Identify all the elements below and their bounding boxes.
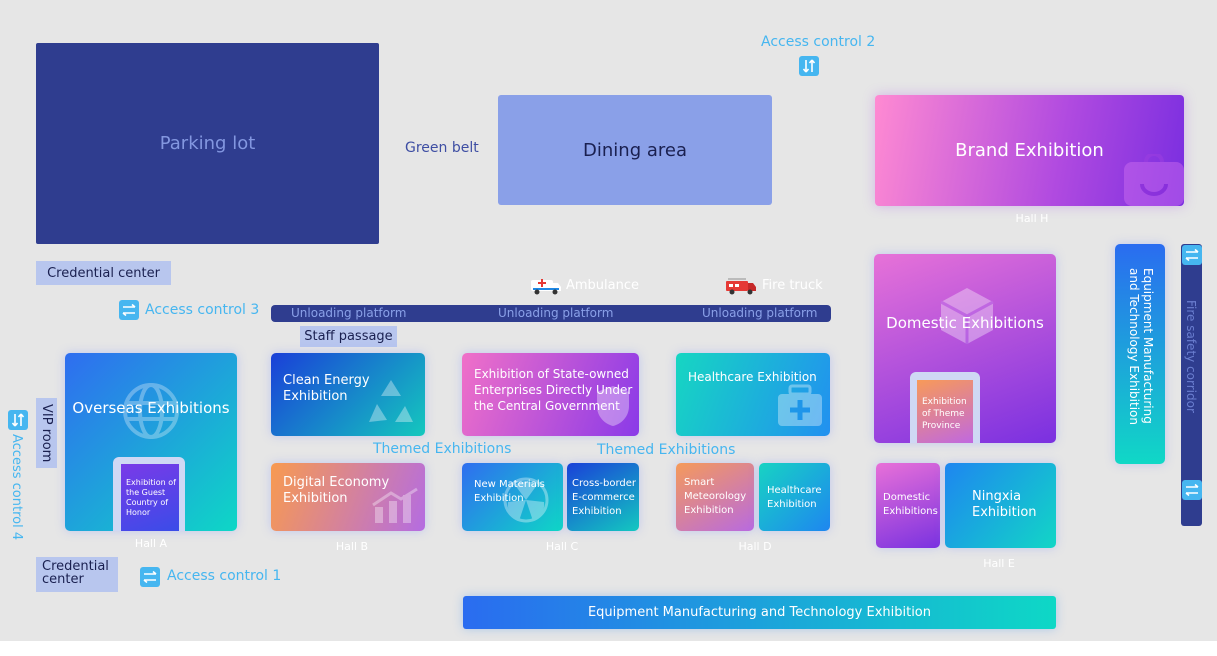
- hall-c-label: Hall C: [545, 540, 579, 553]
- hall-b-clean-energy[interactable]: Clean Energy Exhibition: [271, 353, 425, 436]
- staff-passage[interactable]: Staff passage: [300, 326, 397, 347]
- healthcare-top-label: Healthcare Exhibition: [688, 370, 817, 384]
- access-control-2-icon[interactable]: [799, 56, 819, 76]
- domestic-small-label: Domestic Exhibitions: [883, 492, 938, 517]
- hall-c-new-materials[interactable]: New Materials Exhibition: [462, 463, 563, 531]
- unloading-platform-bar[interactable]: Unloading platform Unloading platform Un…: [271, 305, 831, 322]
- healthcare-bottom-label: Healthcare Exhibition: [767, 485, 822, 510]
- hall-b-digital-economy[interactable]: Digital Economy Exhibition: [271, 463, 425, 531]
- access-control-3-label: Access control 3: [145, 302, 260, 318]
- access-control-1-label: Access control 1: [167, 568, 282, 584]
- guest-country-label: Exhibition of the Guest Country of Honor: [126, 478, 176, 517]
- hall-d-label: Hall D: [738, 540, 772, 553]
- equipment-banner-label: Equipment Manufacturing and Technology E…: [587, 605, 932, 620]
- equipment-manufacturing-banner[interactable]: Equipment Manufacturing and Technology E…: [463, 596, 1056, 629]
- box-icon: [938, 286, 996, 350]
- access-control-4-label: Access control 4: [9, 434, 24, 541]
- hall-a-overseas[interactable]: Overseas Exhibitions Exhibition of the G…: [65, 353, 237, 531]
- globe-icon: [123, 383, 179, 443]
- hall-c-state-owned[interactable]: Exhibition of State-owned Enterprises Di…: [462, 353, 639, 436]
- hall-e-domestic[interactable]: Domestic Exhibitions Exhibition of Theme…: [874, 254, 1056, 443]
- radiation-icon: [503, 477, 549, 527]
- credential-center-bottom-label: Credential center: [42, 559, 109, 587]
- ningxia-label: Ningxia Exhibition: [972, 489, 1037, 520]
- hall-e-ningxia[interactable]: Ningxia Exhibition: [945, 463, 1056, 548]
- unloading-platform-1: Unloading platform: [291, 306, 407, 320]
- chart-growth-icon: [371, 487, 419, 527]
- themed-exhibitions-label-2: Themed Exhibitions: [597, 442, 736, 458]
- parking-lot[interactable]: Parking lot: [36, 43, 379, 244]
- theme-province-label: Exhibition of Theme Province: [922, 397, 967, 431]
- dining-area-label: Dining area: [583, 139, 687, 161]
- theme-province-exhibition[interactable]: Exhibition of Theme Province: [917, 380, 973, 443]
- hall-b-label: Hall B: [335, 540, 369, 553]
- hall-d-healthcare-2[interactable]: Healthcare Exhibition: [759, 463, 830, 531]
- digital-economy-label: Digital Economy Exhibition: [283, 475, 390, 506]
- themed-exhibitions-label-1: Themed Exhibitions: [373, 441, 512, 457]
- clean-energy-label: Clean Energy Exhibition: [283, 373, 370, 404]
- state-owned-label: Exhibition of State-owned Enterprises Di…: [474, 367, 633, 413]
- credential-center-top[interactable]: Credential center: [36, 261, 171, 285]
- new-materials-label: New Materials Exhibition: [474, 479, 545, 504]
- fire-truck-icon: [725, 276, 757, 300]
- domestic-exhibitions-label: Domestic Exhibitions: [886, 314, 1044, 332]
- guest-country-exhibition[interactable]: Exhibition of the Guest Country of Honor: [121, 464, 179, 531]
- venue-map: Parking lot Green belt Dining area Acces…: [0, 0, 1217, 641]
- access-control-3-icon[interactable]: [119, 300, 139, 320]
- access-control-1-icon[interactable]: [140, 567, 160, 587]
- dining-area[interactable]: Dining area: [498, 95, 772, 205]
- shield-icon: [593, 384, 633, 432]
- access-control-4-icon[interactable]: [8, 410, 28, 430]
- hall-a-label: Hall A: [134, 537, 168, 550]
- recycle-icon: [363, 376, 419, 432]
- hall-e-domestic-small[interactable]: Domestic Exhibitions: [876, 463, 940, 548]
- brand-exhibition[interactable]: Brand Exhibition: [875, 95, 1184, 206]
- unloading-platform-3: Unloading platform: [702, 306, 818, 320]
- fire-truck-label: Fire truck: [762, 278, 823, 293]
- access-control-2-label: Access control 2: [761, 34, 876, 50]
- equipment-vertical-hall[interactable]: Equipment Manufacturing and Technology E…: [1115, 244, 1165, 464]
- vip-room[interactable]: VIP room: [36, 398, 57, 468]
- hall-e-label: Hall E: [983, 557, 1015, 570]
- fire-safety-corridor-label: Fire safety corridor: [1184, 300, 1198, 413]
- hall-d-healthcare[interactable]: Healthcare Exhibition: [676, 353, 830, 436]
- credential-center-bottom[interactable]: Credential center: [36, 557, 118, 592]
- overseas-exhibitions-label: Overseas Exhibitions: [72, 399, 230, 417]
- ambulance-label: Ambulance: [566, 278, 640, 293]
- corridor-access-icon-bottom[interactable]: [1182, 480, 1202, 500]
- green-belt-label: Green belt: [405, 140, 479, 156]
- cross-border-label: Cross-border E-commerce Exhibition: [572, 478, 637, 517]
- ambulance-icon: [530, 276, 562, 300]
- unloading-platform-2: Unloading platform: [498, 306, 614, 320]
- vip-room-label: VIP room: [39, 403, 54, 463]
- credential-center-top-label: Credential center: [47, 265, 160, 281]
- medical-kit-icon: [776, 384, 824, 432]
- fire-safety-corridor[interactable]: Fire safety corridor: [1181, 244, 1202, 526]
- parking-lot-label: Parking lot: [159, 133, 256, 154]
- brand-exhibition-label: Brand Exhibition: [955, 140, 1104, 161]
- hall-h-label: Hall H: [1015, 212, 1049, 225]
- equipment-vertical-label: Equipment Manufacturing and Technology E…: [1127, 268, 1155, 425]
- shopping-bag-icon: [1124, 152, 1184, 206]
- hall-c-cross-border[interactable]: Cross-border E-commerce Exhibition: [567, 463, 639, 531]
- hall-d-smart-meteorology[interactable]: Smart Meteorology Exhibition: [676, 463, 754, 531]
- smart-meteorology-label: Smart Meteorology Exhibition: [684, 477, 747, 516]
- staff-passage-label: Staff passage: [304, 329, 393, 344]
- corridor-access-icon-top[interactable]: [1182, 245, 1202, 265]
